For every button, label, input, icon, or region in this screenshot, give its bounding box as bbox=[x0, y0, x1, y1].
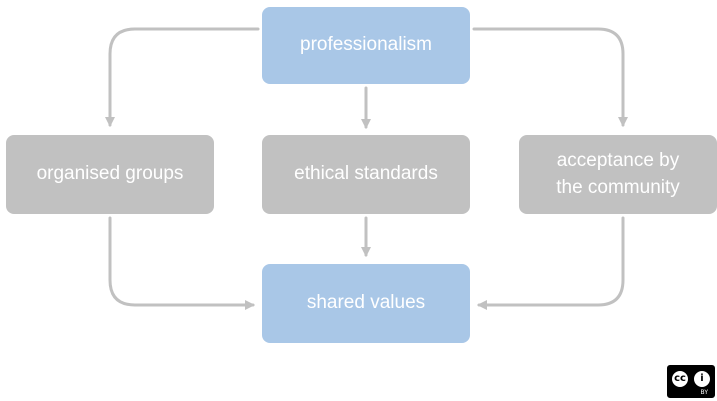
node-acceptance-by-the-community: acceptance by the community bbox=[519, 135, 717, 214]
attribution-glyph: i bbox=[692, 369, 712, 389]
arrow-organised-groups-to-shared-values bbox=[108, 216, 255, 310]
arrow-professionalism-to-acceptance bbox=[472, 27, 628, 127]
arrow-professionalism-to-organised-groups bbox=[105, 27, 260, 127]
node-professionalism: professionalism bbox=[262, 7, 470, 84]
node-ethical-standards: ethical standards bbox=[262, 135, 470, 214]
node-organised-groups: organised groups bbox=[6, 135, 214, 214]
node-shared-values: shared values bbox=[262, 264, 470, 343]
license-label: BY bbox=[668, 389, 714, 397]
creative-commons-by-icon[interactable]: cc i BY bbox=[667, 365, 715, 398]
cc-glyph: cc bbox=[670, 369, 690, 389]
arrow-acceptance-to-shared-values bbox=[477, 216, 625, 310]
